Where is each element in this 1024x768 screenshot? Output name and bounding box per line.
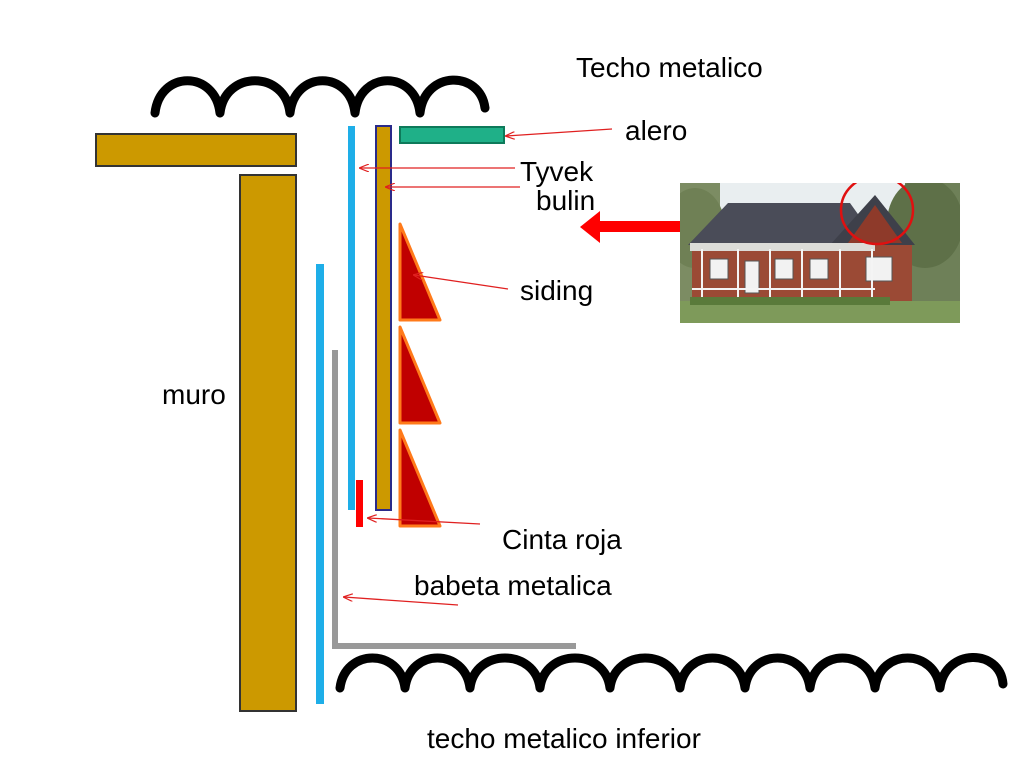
- label-babeta-metalica: babeta metalica: [414, 570, 612, 601]
- house-window: [774, 258, 794, 280]
- label-siding: siding: [520, 275, 594, 306]
- house-window: [865, 256, 893, 282]
- house-roof: [688, 203, 880, 245]
- label-cinta-roja: Cinta roja: [502, 524, 622, 555]
- cinta-roja-tape: [356, 480, 363, 527]
- bulin-strip: [375, 125, 392, 511]
- porch-roof: [690, 243, 875, 251]
- house-photo: [680, 183, 960, 323]
- babeta-pointer-arrow: [344, 597, 459, 606]
- label-techo-metalico: Techo metalico: [576, 52, 763, 83]
- siding-pointer-arrow: [414, 275, 509, 290]
- siding-triangle: [398, 325, 442, 425]
- tyvek-upper-strip: [348, 126, 355, 510]
- lawn: [680, 301, 960, 323]
- cinta-roja-pointer-arrow: [368, 518, 481, 525]
- house-window: [809, 258, 829, 280]
- label-muro: muro: [162, 379, 226, 410]
- house-door: [744, 260, 760, 294]
- eave-circle-highlight: [839, 183, 915, 246]
- big-arrow-head: [580, 211, 600, 243]
- siding-triangle: [398, 428, 442, 528]
- label-alero: alero: [625, 115, 688, 146]
- upper-roof-corrugation: [150, 75, 490, 118]
- alero-pointer-arrow: [506, 128, 613, 136]
- babeta-flashing: [332, 350, 576, 649]
- house-gable: [848, 205, 902, 243]
- alero-board: [399, 126, 505, 144]
- bushes: [690, 297, 890, 305]
- siding-triangle: [398, 222, 442, 322]
- house-window: [709, 258, 729, 280]
- label-tyvek: Tyvek: [520, 156, 594, 187]
- label-bulin: bulin: [536, 185, 596, 216]
- label-techo-metalico-inferior: techo metalico inferior: [427, 723, 701, 754]
- tyvek-lower-strip: [316, 264, 324, 704]
- lower-roof-corrugation: [335, 653, 1008, 693]
- muro-post: [239, 174, 297, 712]
- muro-beam: [95, 133, 297, 167]
